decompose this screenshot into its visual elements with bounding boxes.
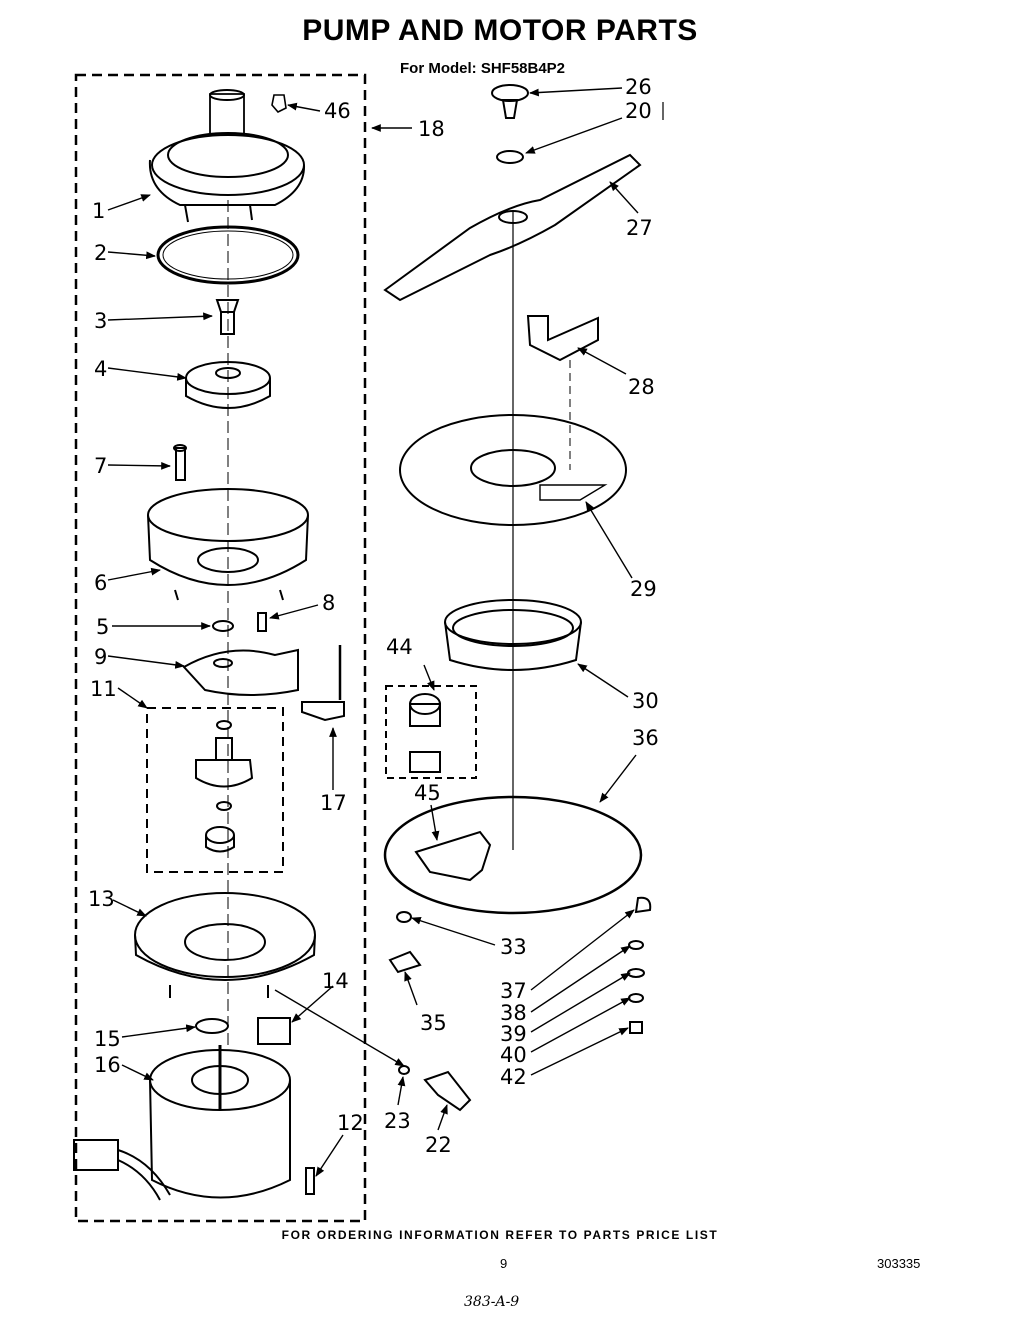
callout-20: 20 [625, 99, 652, 123]
model-subtitle: For Model: SHF58B4P2 [400, 60, 566, 77]
part-11-rotor [195, 720, 254, 853]
callout-27: 27 [626, 216, 653, 240]
callout-11: 11 [90, 677, 117, 701]
callout-2: 2 [94, 241, 107, 265]
callout-30: 30 [632, 689, 659, 713]
part-23-o-ring [398, 1065, 410, 1075]
callout-9: 9 [94, 645, 107, 669]
page-number: 9 [500, 1256, 508, 1271]
callout-42: 42 [500, 1065, 527, 1089]
callout-22: 22 [425, 1133, 452, 1157]
part-9-plate [182, 648, 299, 696]
callout-8: 8 [322, 591, 335, 615]
part-13-motor-plate [134, 892, 316, 998]
callout-13: 13 [88, 887, 115, 911]
part-20-nut [496, 150, 524, 164]
part-22-valve [423, 1070, 472, 1112]
callout-39: 39 [500, 1022, 527, 1046]
part-1-pump-cover [148, 89, 306, 223]
document-number: 303335 [877, 1256, 921, 1271]
part-15-washer [195, 1018, 229, 1034]
callout-12: 12 [337, 1111, 364, 1135]
callout-38: 38 [500, 1001, 527, 1025]
callout-46: 46 [324, 99, 351, 123]
part-35-clip [388, 950, 422, 974]
part-5-washer [212, 620, 234, 632]
callout-1: 1 [92, 199, 105, 223]
part-36-heater [383, 795, 643, 915]
pump-motor-assembly-box [74, 73, 367, 1223]
callout-7: 7 [94, 454, 107, 478]
part-33-nut [396, 911, 412, 923]
part-12-screw [305, 1167, 315, 1195]
part-2-seal-ring [156, 225, 300, 285]
callout-37: 37 [500, 979, 527, 1003]
callout-28: 28 [628, 375, 655, 399]
parts-37-42-stack [627, 896, 652, 1034]
callout-14: 14 [322, 969, 349, 993]
part-7-screw [173, 444, 187, 481]
callout-40: 40 [500, 1043, 527, 1067]
callout-35: 35 [420, 1011, 447, 1035]
callout-16: 16 [94, 1053, 121, 1077]
part-8-screw [257, 612, 267, 632]
part-30-seal [444, 599, 582, 671]
callout-29: 29 [630, 577, 657, 601]
callout-3: 3 [94, 309, 107, 333]
callout-17: 17 [320, 791, 347, 815]
part-3-fitting [215, 299, 240, 335]
part-26-cap [491, 84, 529, 119]
part-46-clip [271, 94, 287, 113]
callout-23: 23 [384, 1109, 411, 1133]
callout-5: 5 [96, 615, 109, 639]
callout-15: 15 [94, 1027, 121, 1051]
part-6-pump-base [147, 488, 309, 601]
callout-26: 26 [625, 75, 652, 99]
callout-33: 33 [500, 935, 527, 959]
callout-44: 44 [386, 635, 413, 659]
part-4-impeller [185, 361, 271, 409]
callout-4: 4 [94, 357, 107, 381]
callout-18: 18 [418, 117, 445, 141]
part-27-spray-arm [383, 153, 642, 302]
part-17-switch [301, 645, 345, 722]
motor-assembly-11-box [146, 707, 284, 873]
ordering-info-footer: FOR ORDERING INFORMATION REFER TO PARTS … [281, 1228, 719, 1242]
thermostat-44-box [385, 685, 477, 779]
part-16-motor [73, 1045, 291, 1201]
callout-45: 45 [414, 781, 441, 805]
part-29-filter [399, 414, 627, 526]
part-28-bracket [526, 315, 599, 362]
page-title: PUMP AND MOTOR PARTS [302, 14, 698, 47]
part-14-bracket [257, 1017, 291, 1045]
part-45-bracket [414, 830, 492, 882]
callout-36: 36 [632, 726, 659, 750]
part-44-thermostat [409, 693, 441, 773]
handwritten-note: 383-A-9 [464, 1294, 520, 1310]
callout-6: 6 [94, 571, 107, 595]
